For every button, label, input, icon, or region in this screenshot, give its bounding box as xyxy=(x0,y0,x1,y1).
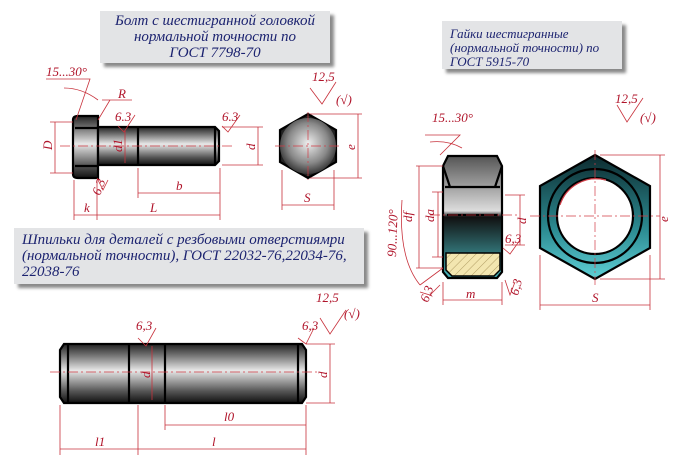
bolt-title-line: нормальной точности по xyxy=(133,29,297,45)
bolt-dimensions xyxy=(46,78,362,220)
bolt-thread-dia-label: d xyxy=(243,143,258,150)
bolt-title-line: Болт с шестигранной головкой xyxy=(115,13,315,29)
nut-side-view xyxy=(430,154,520,280)
nut-title-line: ГОСТ 5915-70 xyxy=(450,54,530,69)
stud-mid-d-label: d xyxy=(138,371,153,378)
bolt-e-label: e xyxy=(343,144,358,150)
nut-d-label: d xyxy=(514,217,529,224)
bolt-radius-label: R xyxy=(117,86,126,101)
stud-rough-general: 12,5 xyxy=(316,290,339,305)
stud-l0-label: l0 xyxy=(224,409,235,424)
stud-title-line: Шпильки для деталей с резбовыми отверсти… xyxy=(22,232,345,248)
stud-l1-label: l1 xyxy=(95,434,105,449)
nut-title-line: (нормальной точности) по xyxy=(450,40,600,55)
bolt-angle-label: 15...30° xyxy=(46,64,87,79)
nut-rough-general: 12,5 xyxy=(615,91,638,106)
bolt-S-label: S xyxy=(304,190,311,205)
bolt-b-label: b xyxy=(176,178,183,193)
nut-rough-bottom-right: 6,3 xyxy=(506,277,525,297)
stud-d-label: d xyxy=(315,371,330,378)
bolt-side-view xyxy=(60,114,232,180)
bolt-shank-dia-label: d1 xyxy=(110,139,125,152)
nut-df-label: df xyxy=(400,210,415,223)
nut-m-label: m xyxy=(466,286,475,301)
bolt-rough-general: 12,5 xyxy=(312,69,335,84)
nut-cone-angle-label: 90...120° xyxy=(384,209,401,257)
nut-title-box: Гайки шестигранные (нормальной точности)… xyxy=(442,21,622,69)
stud-rough-end: 6,3 xyxy=(302,318,319,333)
nut-rough-general-sub: (√) xyxy=(640,110,656,125)
stud-title-box: Шпильки для деталей с резбовыми отверсти… xyxy=(14,228,364,284)
nut-rough-bottom-left: 6,3 xyxy=(417,283,437,304)
nut-dimensions xyxy=(401,97,665,310)
bolt-L-label: L xyxy=(149,200,157,215)
stud-rough-mid: 6,3 xyxy=(136,318,153,333)
stud-side-view xyxy=(50,342,318,405)
stud-dimensions xyxy=(59,309,347,455)
bolt-rough-general-sub: (√) xyxy=(336,92,352,107)
nut-title-line: Гайки шестигранные xyxy=(450,26,569,41)
stud-l-label: l xyxy=(212,434,216,449)
nut-face-view xyxy=(530,150,660,285)
bolt-hex-view xyxy=(275,112,341,180)
bolt-rough-end: 6.3 xyxy=(222,109,239,124)
bolt-title-line: ГОСТ 7798-70 xyxy=(169,45,261,61)
bolt-rough-shank: 6.3 xyxy=(115,109,132,124)
nut-S-label: S xyxy=(592,290,599,305)
bolt-title-box: Болт с шестигранной головкой нормальной … xyxy=(100,11,330,63)
bolt-k-label: k xyxy=(84,200,90,215)
nut-angle-label: 15...30° xyxy=(432,110,473,125)
stud-rough-general-sub: (√) xyxy=(344,306,360,321)
stud-title-line: (нормальной точности), ГОСТ 22032-76,220… xyxy=(22,248,347,264)
nut-e-label: e xyxy=(656,216,671,222)
nut-da-label: da xyxy=(422,209,437,223)
bolt-rough-head: 6.3 xyxy=(89,176,109,197)
nut-rough-side: 6,3 xyxy=(505,231,522,246)
bolt-head-dia-label: D xyxy=(40,140,55,151)
stud-title-line: 22038-76 xyxy=(22,264,80,280)
